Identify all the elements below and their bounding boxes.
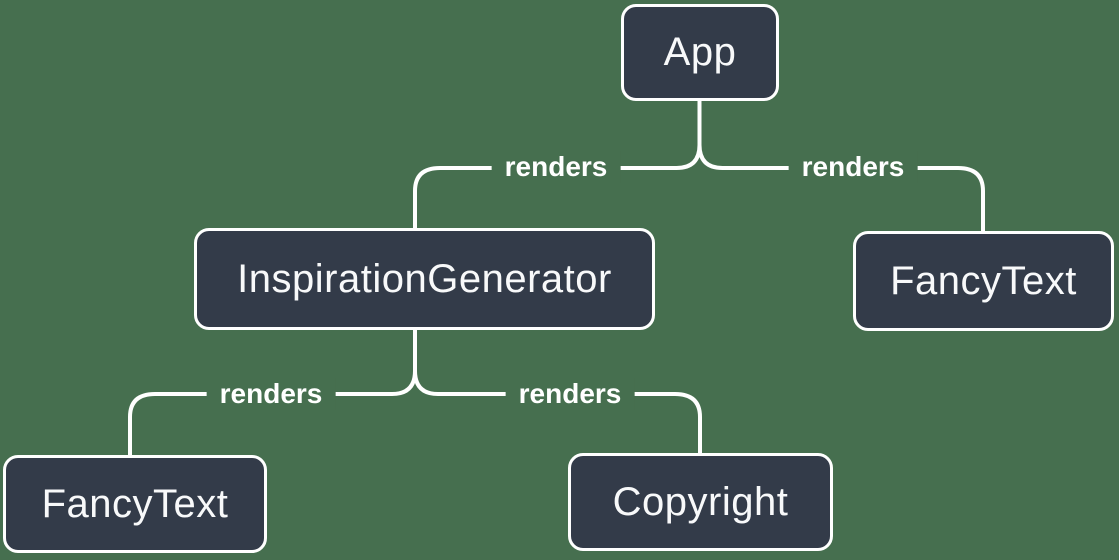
node-fancy-text-bottom-label: FancyText <box>41 481 229 526</box>
node-copyright: Copyright <box>568 453 833 551</box>
node-app: App <box>621 4 779 101</box>
edge-label-inspiration-generator-fancy-text: renders <box>206 378 336 410</box>
node-fancy-text-top-label: FancyText <box>890 258 1077 303</box>
node-copyright-label: Copyright <box>612 479 789 524</box>
node-fancy-text-top: FancyText <box>853 231 1114 331</box>
node-inspiration-generator: InspirationGenerator <box>194 228 655 330</box>
node-inspiration-generator-label: InspirationGenerator <box>237 256 612 301</box>
edge-label-app-inspiration-generator: renders <box>491 151 621 183</box>
node-app-label: App <box>663 30 737 74</box>
edge-label-app-fancy-text: renders <box>788 151 918 183</box>
edge-label-inspiration-generator-copyright: renders <box>505 378 635 410</box>
node-fancy-text-bottom: FancyText <box>3 455 267 553</box>
